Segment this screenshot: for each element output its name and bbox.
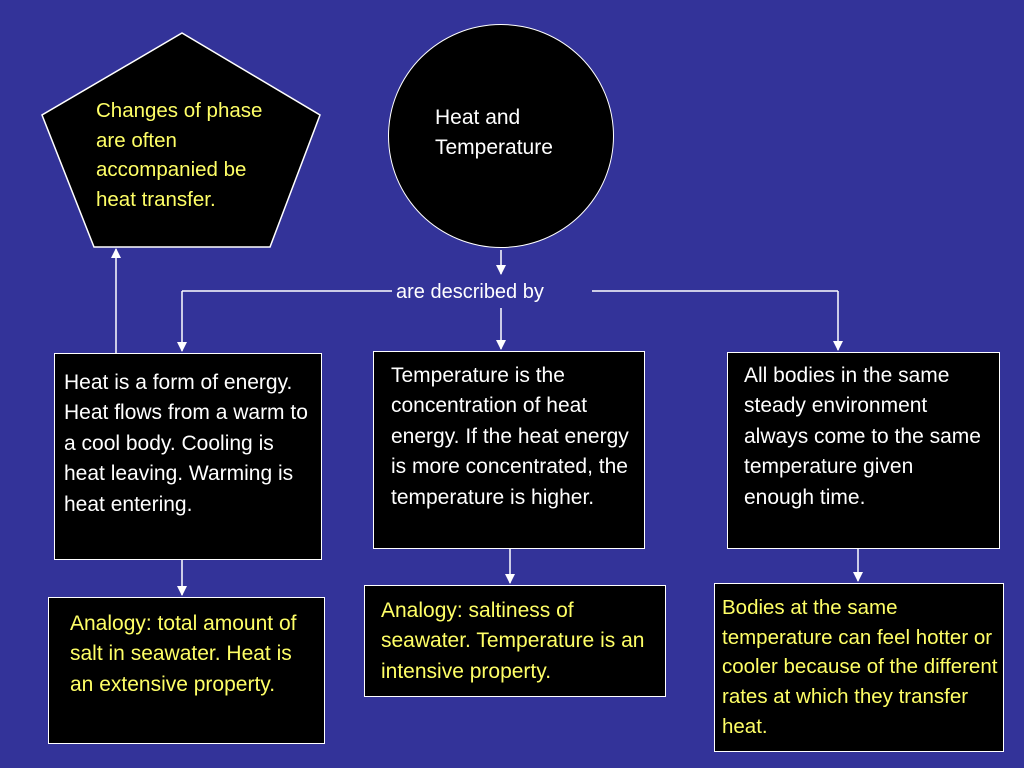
temperature-concept-box: Temperature is the concentration of heat… — [373, 351, 645, 549]
temperature-analogy-text: Analogy: saltiness of seawater. Temperat… — [381, 599, 645, 683]
central-concept-circle — [388, 24, 614, 248]
pentagon-shape — [41, 32, 321, 248]
central-concept-text: Heat and Temperature — [435, 106, 553, 160]
temperature-concept-text: Temperature is the concentration of heat… — [391, 364, 629, 509]
heat-concept-box: Heat is a form of energy. Heat flows fro… — [54, 353, 322, 560]
heat-analogy-text: Analogy: total amount of salt in seawate… — [70, 612, 297, 696]
equilibrium-concept-box: All bodies in the same steady environmen… — [727, 352, 1000, 549]
heat-concept-text: Heat is a form of energy. Heat flows fro… — [64, 371, 308, 516]
pentagon-text: Changes of phase are often accompanied b… — [96, 99, 263, 212]
equilibrium-analogy-box: Bodies at the same temperature can feel … — [714, 583, 1004, 752]
temperature-analogy-box: Analogy: saltiness of seawater. Temperat… — [364, 585, 666, 697]
equilibrium-concept-text: All bodies in the same steady environmen… — [744, 364, 981, 509]
equilibrium-analogy-text: Bodies at the same temperature can feel … — [722, 596, 998, 738]
heat-analogy-box: Analogy: total amount of salt in seawate… — [48, 597, 325, 744]
linking-phrase: are described by — [392, 281, 548, 304]
